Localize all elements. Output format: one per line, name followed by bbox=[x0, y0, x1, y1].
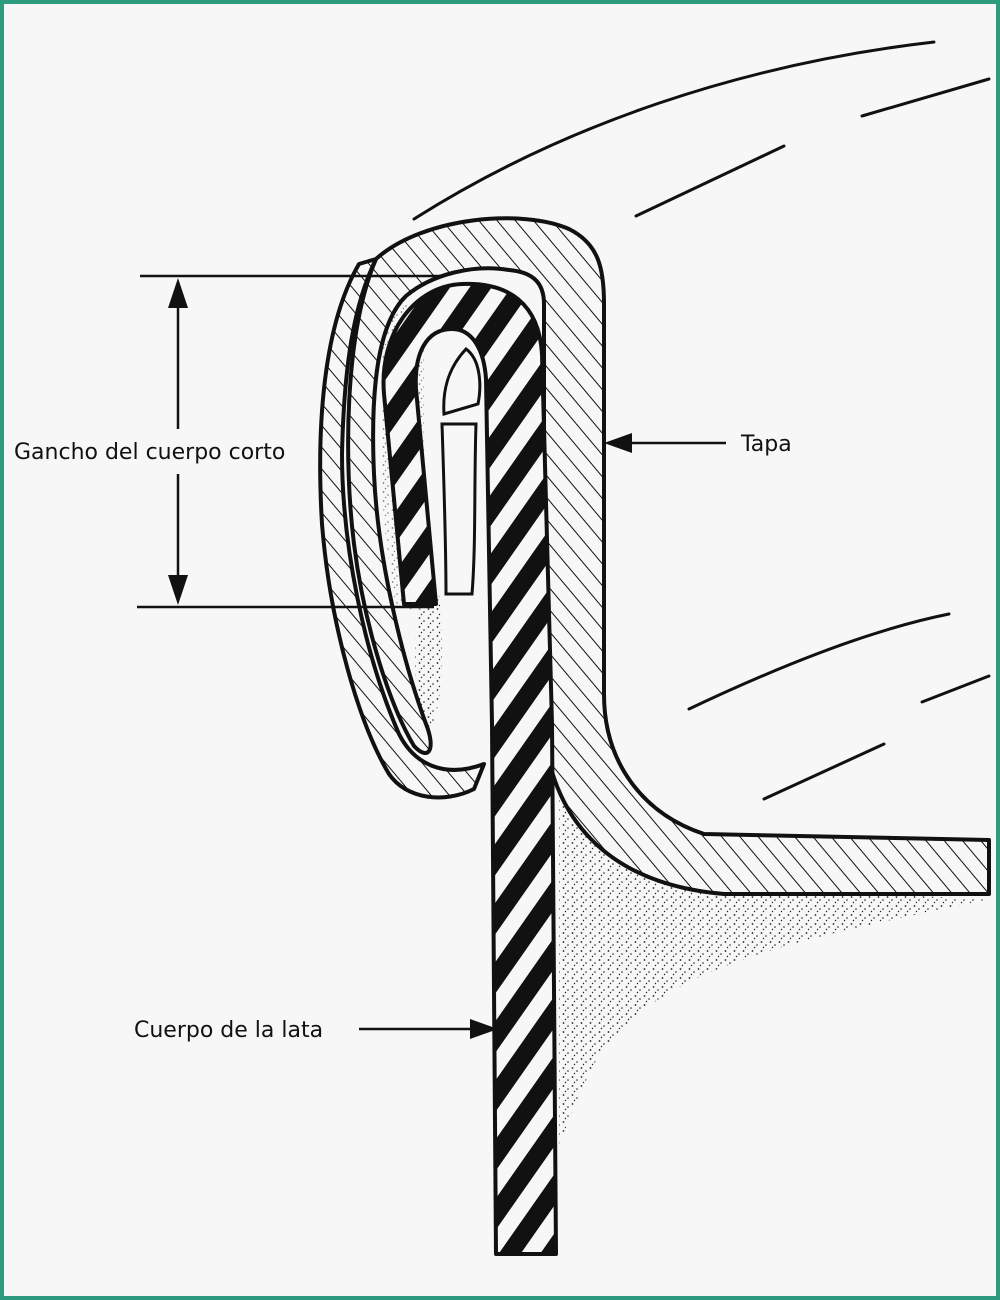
can-body-label: Cuerpo de la lata bbox=[134, 1018, 323, 1043]
can-body-profile bbox=[381, 281, 558, 1256]
short-body-hook-label: Gancho del cuerpo corto bbox=[14, 440, 285, 465]
can-seam-diagram: Gancho del cuerpo corto Tapa Cuerpo de l… bbox=[14, 40, 991, 1256]
lid-label: Tapa bbox=[740, 432, 792, 457]
lid-dome-contours bbox=[412, 40, 991, 801]
lid-profile bbox=[318, 216, 991, 896]
hook-dimension bbox=[137, 274, 444, 609]
lid-leader-arrow bbox=[604, 433, 726, 453]
can-body-leader-arrow bbox=[359, 1019, 498, 1039]
